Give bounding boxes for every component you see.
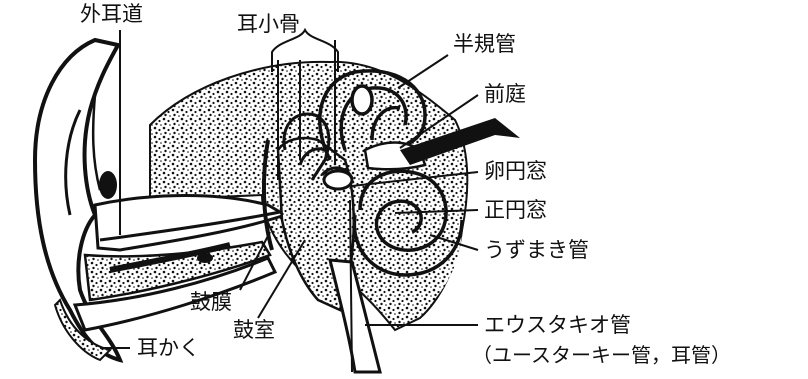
label-cochlea: うずまき管 xyxy=(484,238,589,262)
label-eustachian-tube: エウスタキオ管 xyxy=(484,313,631,337)
label-outer-ear-canal: 外耳道 xyxy=(80,2,143,26)
label-vestibule: 前庭 xyxy=(484,82,526,106)
label-tympanic-cavity: 鼓室 xyxy=(233,318,275,342)
label-semicircular-canals: 半規管 xyxy=(453,32,516,56)
label-oval-window: 卵円窓 xyxy=(484,159,547,183)
label-ossicles: 耳小骨 xyxy=(237,12,300,36)
label-eustachian-tube-alt: （ユースターキー管，耳管） xyxy=(472,343,731,367)
label-eardrum: 鼓膜 xyxy=(190,290,232,314)
label-round-window: 正円窓 xyxy=(484,198,547,222)
label-auricle: 耳かく xyxy=(137,336,200,360)
